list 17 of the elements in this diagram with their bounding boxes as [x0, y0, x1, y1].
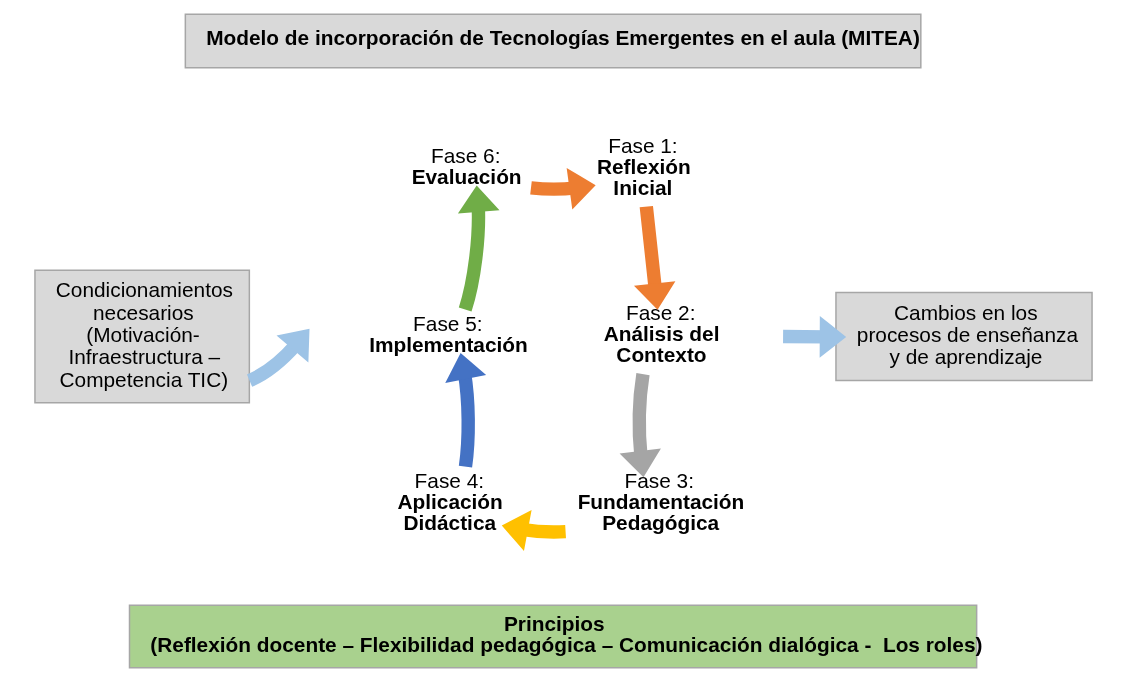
arrow	[619, 373, 661, 478]
node-text: Fase 3: Fundamentación Pedagógica	[577, 468, 744, 534]
node-box: Cambios en los procesos de enseñanza y de aprendizaje	[834, 291, 1093, 382]
node-text: Fase 5: Implementación	[368, 311, 528, 356]
arrow	[457, 185, 499, 312]
node-text: Fase 2: Análisis del Contexto	[603, 301, 719, 367]
node-text: Fase 1: Reflexión Inicial	[596, 133, 691, 199]
node-box: Condicionamientos necesarios (Motivación- Infraestructura – Competencia TIC)	[33, 269, 250, 404]
arrow	[529, 168, 596, 210]
arrow	[501, 510, 566, 551]
node-text: Fase 6: Evaluación	[411, 144, 522, 189]
arrow	[246, 328, 309, 387]
node-box: Modelo de incorporación de Tecnologías Emergentes en el aula (MITEA)	[184, 13, 922, 69]
arrow	[444, 353, 486, 468]
arrow	[782, 315, 846, 358]
node-text: Fase 4: Aplicación Didáctica	[396, 468, 503, 534]
arrow	[633, 205, 675, 310]
